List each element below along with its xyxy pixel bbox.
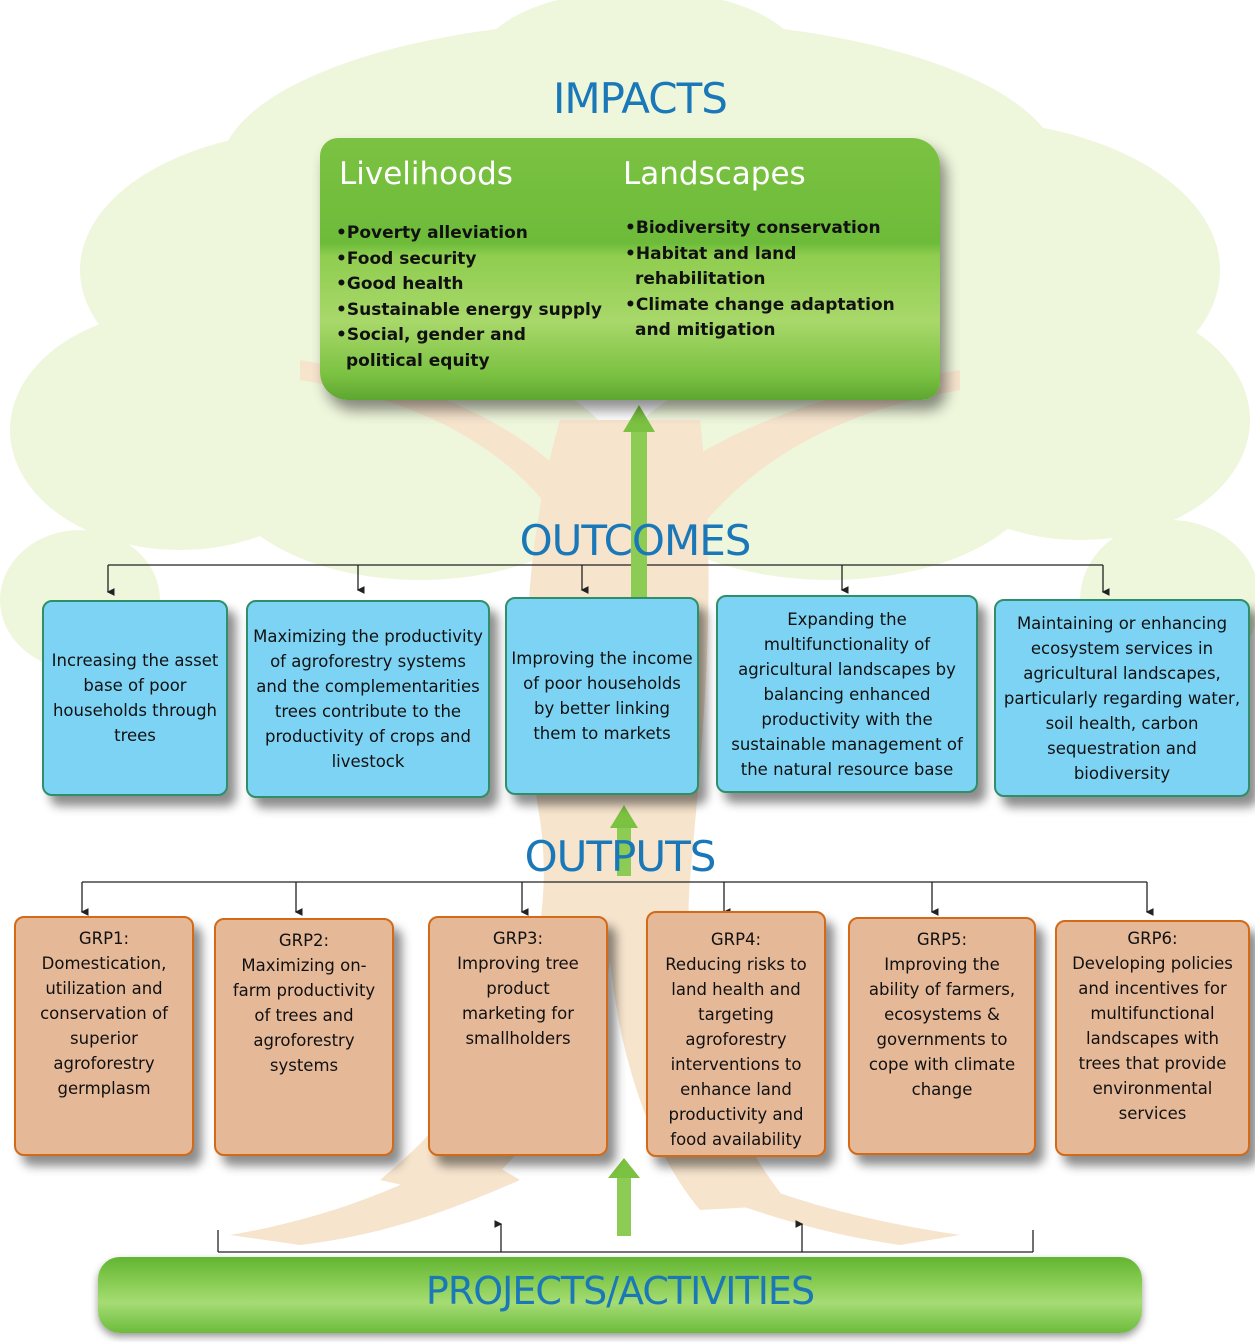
output-code: GRP4:: [710, 930, 762, 949]
list-item: Food security: [334, 247, 604, 273]
outcome-box-2: Maximizing the productivity of agrofores…: [246, 600, 490, 798]
output-text: Developing policies and incentives for m…: [1072, 954, 1233, 1123]
output-text: Domestication, utilization and conservat…: [40, 954, 168, 1098]
output-code: GRP3:: [492, 929, 544, 948]
outcome-text: Maintaining or enhancing ecosystem servi…: [1003, 613, 1241, 783]
projects-activities-bar: PROJECTS/ACTIVITIES: [98, 1257, 1142, 1333]
outcome-box-5: Maintaining or enhancing ecosystem servi…: [994, 599, 1250, 797]
outcome-box-1: Increasing the asset base of poor househ…: [42, 600, 228, 796]
impacts-title: IMPACTS: [553, 74, 728, 123]
output-box-grp4: GRP4: Reducing risks to land health and …: [646, 911, 826, 1157]
output-text: Reducing risks to land health and target…: [665, 955, 807, 1149]
output-box-grp1: GRP1: Domestication, utilization and con…: [14, 916, 194, 1156]
projects-title: PROJECTS/ACTIVITIES: [425, 1269, 815, 1313]
outcome-box-3: Improving the income of poor households …: [505, 597, 699, 795]
green-arrows: [608, 405, 655, 1236]
outcome-box-4: Expanding the multifunctionality of agri…: [716, 595, 978, 793]
list-item: Social, gender and political equity: [334, 323, 604, 374]
list-item: Good health: [334, 272, 604, 298]
outcome-text: Increasing the asset base of poor househ…: [51, 651, 219, 745]
outcome-text: Improving the income of poor households …: [511, 649, 693, 743]
output-text: Maximizing on-farm productivity of trees…: [232, 956, 376, 1075]
output-code: GRP5:: [916, 930, 968, 949]
list-item: Poverty alleviation: [334, 221, 604, 247]
list-item: Biodiversity conservation: [623, 216, 928, 242]
output-text: Improving tree product marketing for sma…: [457, 954, 579, 1048]
output-box-grp5: GRP5: Improving the ability of farmers, …: [848, 917, 1036, 1155]
impacts-box: Livelihoods Landscapes Poverty alleviati…: [320, 138, 940, 400]
output-box-grp2: GRP2: Maximizing on-farm productivity of…: [214, 918, 394, 1156]
livelihoods-heading: Livelihoods: [339, 156, 513, 192]
output-code: GRP1:: [78, 929, 130, 948]
output-text: Improving the ability of farmers, ecosys…: [868, 955, 1016, 1099]
outputs-title: OUTPUTS: [524, 832, 717, 881]
landscapes-list: Biodiversity conservation Habitat and la…: [623, 216, 928, 344]
outcomes-title: OUTCOMES: [519, 516, 752, 565]
livelihoods-list: Poverty alleviation Food security Good h…: [334, 221, 604, 374]
landscapes-heading: Landscapes: [623, 156, 806, 192]
output-code: GRP2:: [278, 931, 330, 950]
outcome-text: Expanding the multifunctionality of agri…: [731, 609, 963, 779]
list-item: Habitat and land rehabilitation: [623, 242, 928, 293]
output-code: GRP6:: [1127, 929, 1178, 948]
list-item: Climate change adaptation and mitigation: [623, 293, 928, 344]
outcome-text: Maximizing the productivity of agrofores…: [253, 627, 483, 771]
output-box-grp3: GRP3: Improving tree product marketing f…: [428, 916, 608, 1156]
output-box-grp6: GRP6: Developing policies and incentives…: [1055, 920, 1250, 1156]
list-item: Sustainable energy supply: [334, 298, 604, 324]
